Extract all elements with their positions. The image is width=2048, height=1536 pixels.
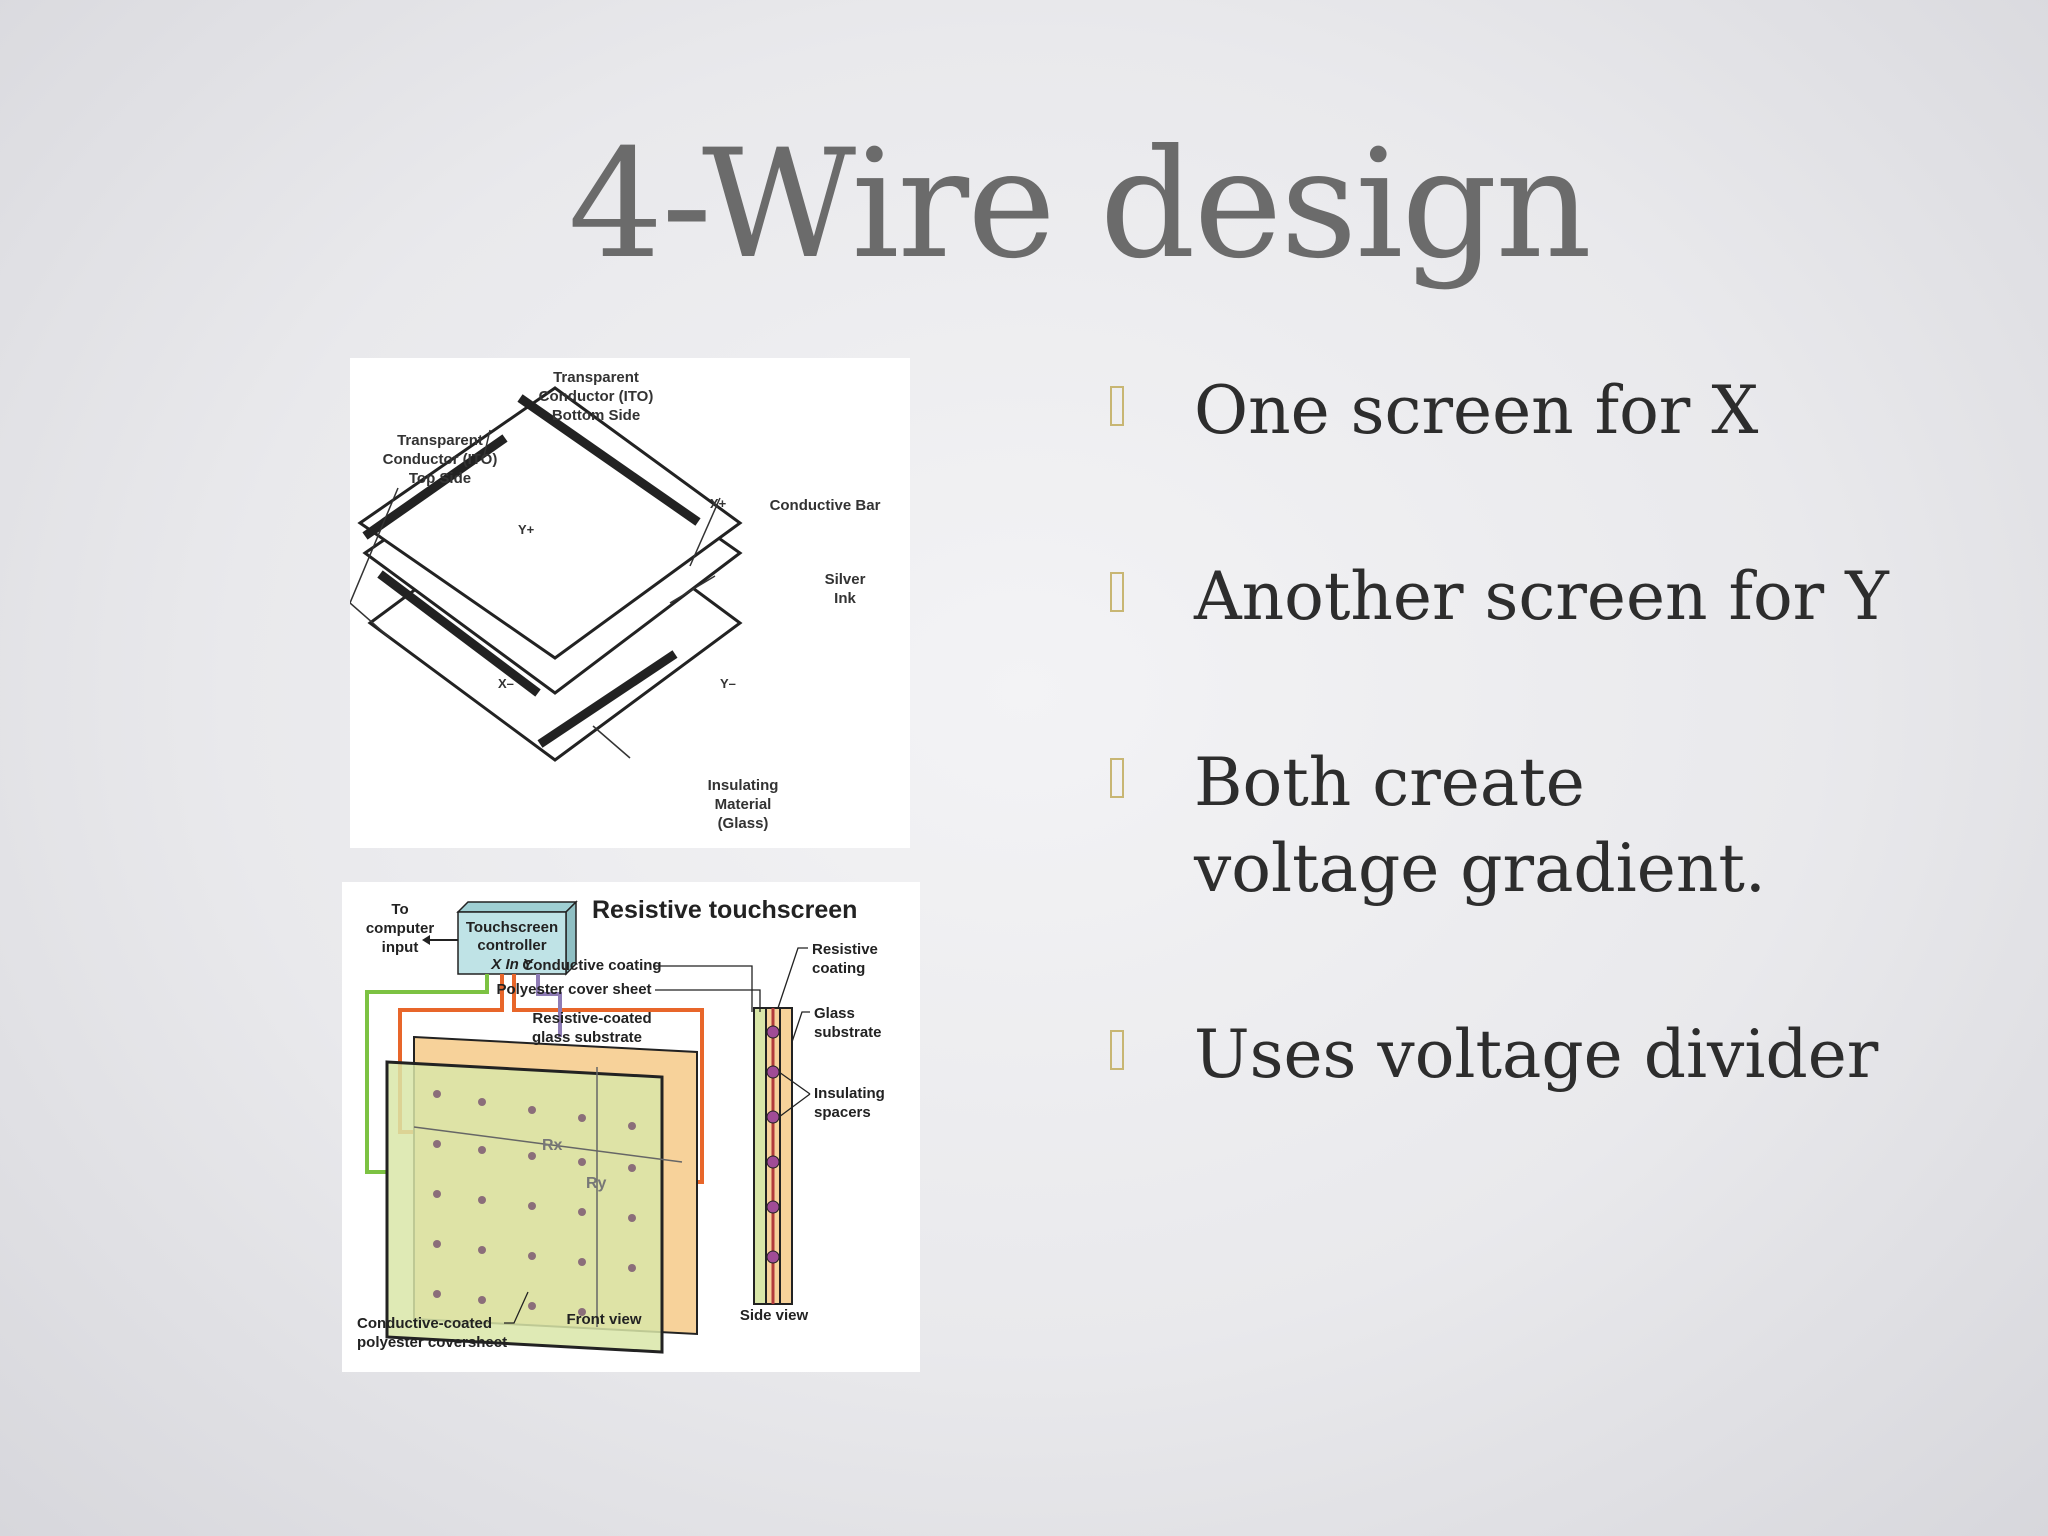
bullet-marker-icon — [1110, 572, 1124, 612]
label-top-side-3: Top Side — [409, 470, 471, 487]
label-insulating-1: Insulating — [708, 777, 779, 794]
label-insulating-2: Material — [715, 796, 772, 813]
label-to-computer-2: computer — [366, 920, 435, 937]
side-view-outer-left — [753, 1007, 767, 1305]
label-silver-ink-2: Ink — [834, 590, 856, 607]
label-resistive-coated-2: glass substrate — [532, 1029, 642, 1046]
resistive-touchscreen-diagram: Resistive touchscreen To computer input … — [342, 882, 920, 1372]
label-resistive-coating-1: Resistive — [812, 941, 878, 958]
label-conductive-bar: Conductive Bar — [770, 497, 881, 514]
bar-yplus — [362, 434, 508, 540]
bullet-marker-icon — [1110, 758, 1124, 798]
label-bottom-side-2: Conductor (ITO) — [539, 388, 654, 405]
label-conductive-coating: Conductive coating — [522, 957, 661, 974]
label-insulating-3: (Glass) — [718, 815, 769, 832]
label-silver-ink-1: Silver — [825, 571, 866, 588]
bullet-marker-icon — [1110, 386, 1124, 426]
wire-purple — [536, 974, 562, 1037]
bar-yminus — [537, 650, 678, 748]
label-resistive-coating-2: coating — [812, 960, 865, 977]
label-resistive-coated-1: Resistive-coated — [532, 1010, 651, 1027]
conductive-polyester-panel — [385, 1060, 664, 1354]
svg-text:Touchscreen: Touchscreen — [466, 919, 558, 936]
label-xminus: X– — [498, 676, 514, 691]
side-view-outer-right — [779, 1007, 793, 1305]
diagram2-title: Resistive touchscreen — [592, 896, 857, 924]
label-conductive-coated-1: Conductive-coated — [357, 1315, 492, 1332]
label-rx: Rx — [542, 1137, 563, 1154]
label-xplus: X+ — [710, 496, 727, 511]
label-glass-substrate-2: substrate — [814, 1024, 882, 1041]
label-polyester-cover: Polyester cover sheet — [496, 981, 651, 998]
bullet-marker-icon — [1110, 1030, 1124, 1070]
bar-xminus — [377, 570, 541, 697]
label-top-side-1: Transparent — [397, 432, 483, 449]
label-to-computer-1: To — [391, 901, 408, 918]
four-wire-layer-diagram: Transparent Conductor (ITO) Bottom Side … — [349, 358, 910, 848]
svg-text:controller: controller — [477, 937, 546, 954]
bar-xplus — [517, 394, 701, 526]
wire-green — [365, 974, 489, 1174]
label-ry: Ry — [586, 1175, 607, 1192]
label-yplus: Y+ — [518, 522, 535, 537]
label-conductive-coated-2: polyester coversheet — [357, 1334, 507, 1351]
label-top-side-2: Conductor (ITO) — [383, 451, 498, 468]
label-insulating-spacers-2: spacers — [814, 1104, 871, 1121]
label-yminus: Y– — [720, 676, 736, 691]
label-front-view: Front view — [566, 1311, 641, 1328]
svg-text:X In Y: X In Y — [490, 956, 534, 973]
label-bottom-side-3: Bottom Side — [552, 407, 640, 424]
label-bottom-side-1: Transparent — [553, 369, 639, 386]
slide-title: 4-Wire design — [568, 118, 1592, 292]
label-side-view: Side view — [740, 1307, 809, 1324]
label-insulating-spacers-1: Insulating — [814, 1085, 885, 1102]
label-glass-substrate-1: Glass — [814, 1005, 855, 1022]
label-to-computer-3: input — [382, 939, 419, 956]
